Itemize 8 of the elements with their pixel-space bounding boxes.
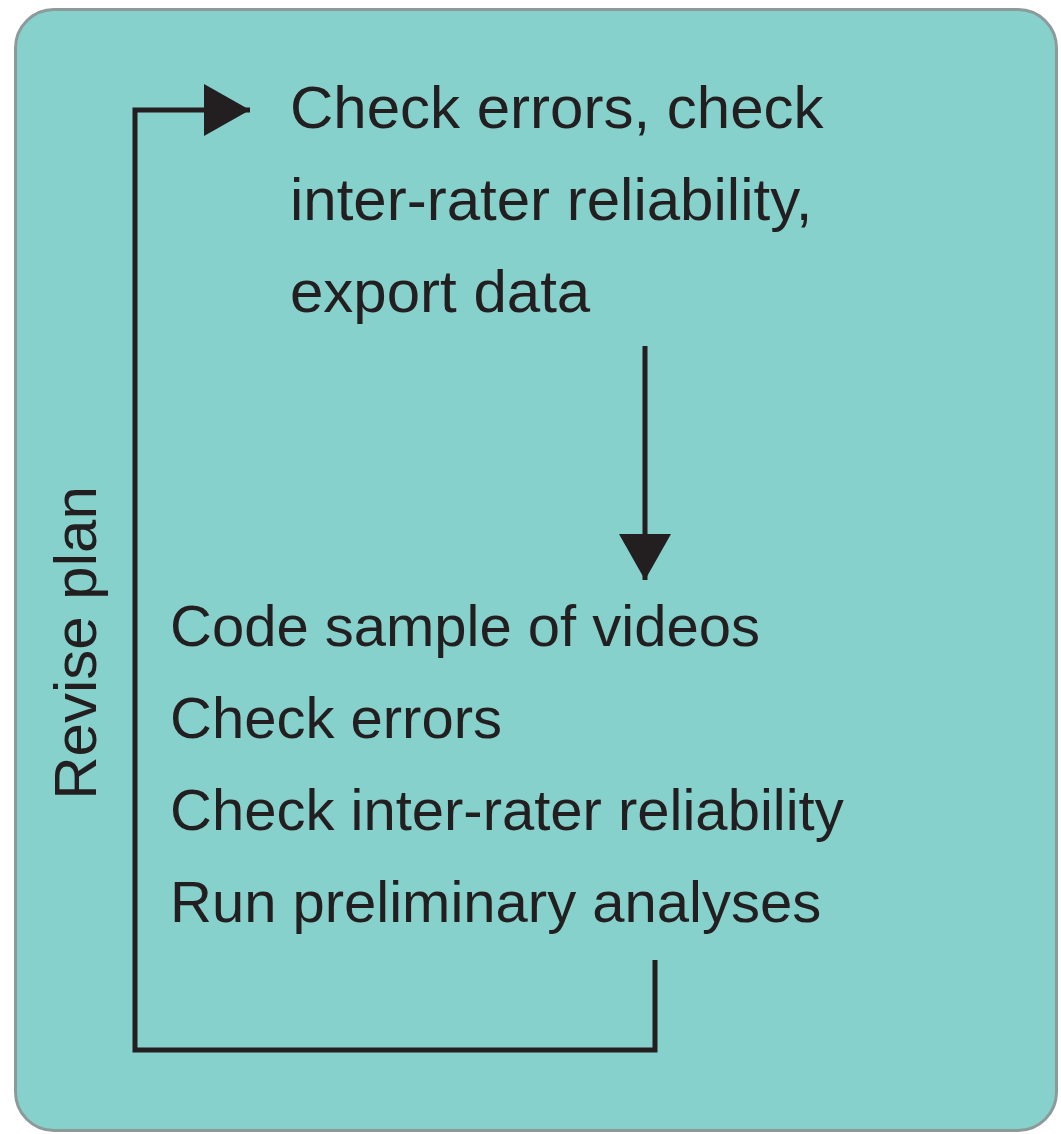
arrow — [132, 84, 658, 1053]
arrow — [619, 346, 671, 580]
step-text: Check errors — [170, 684, 503, 752]
step-text: Check inter-rater reliability — [170, 776, 845, 844]
step-text: Run preliminary analyses — [170, 868, 823, 936]
step-text: Code sample of videos — [170, 592, 761, 660]
panel-background — [14, 8, 1058, 1132]
step-text: Check errors, check inter-rater reliability, export data — [290, 73, 825, 327]
